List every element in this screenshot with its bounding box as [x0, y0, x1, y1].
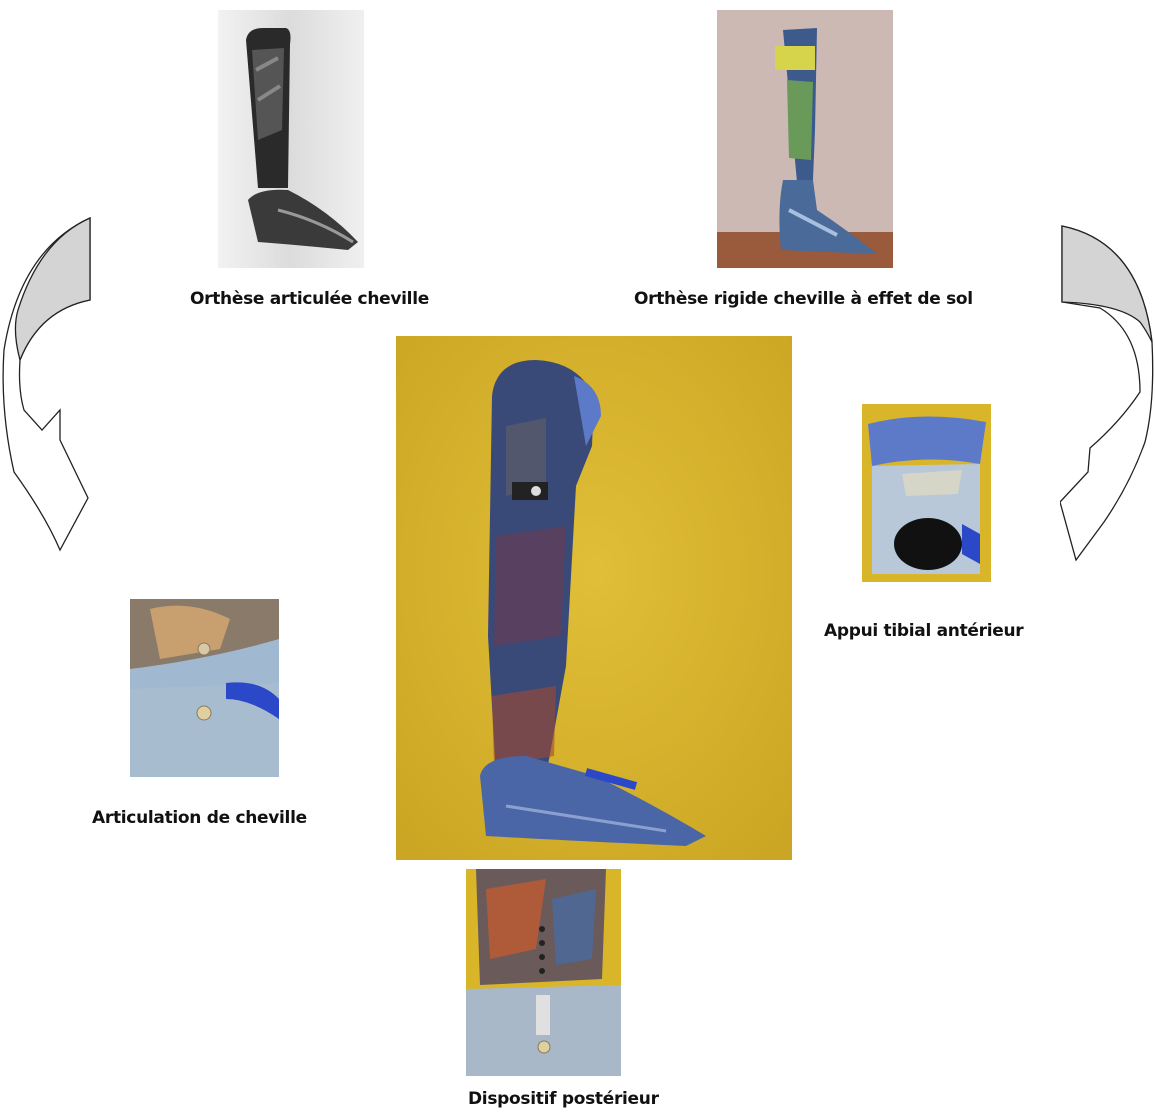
photo-tibial-support [862, 404, 991, 582]
right-curved-arrow [1060, 222, 1155, 567]
caption-posterior-device: Dispositif postérieur [468, 1089, 659, 1109]
caption-articulated-orthosis: Orthèse articulée cheville [190, 289, 429, 309]
photo-ankle-joint [130, 599, 279, 777]
caption-rigid-orthosis: Orthèse rigide cheville à effet de sol [634, 289, 973, 309]
photo-main-orthosis [396, 336, 792, 860]
photo-articulated-orthosis [218, 10, 364, 268]
photo-rigid-orthosis [717, 10, 893, 268]
caption-tibial-support: Appui tibial antérieur [824, 621, 1023, 641]
caption-ankle-joint: Articulation de cheville [92, 808, 307, 828]
photo-posterior-device [466, 869, 621, 1076]
left-curved-arrow [0, 210, 100, 560]
